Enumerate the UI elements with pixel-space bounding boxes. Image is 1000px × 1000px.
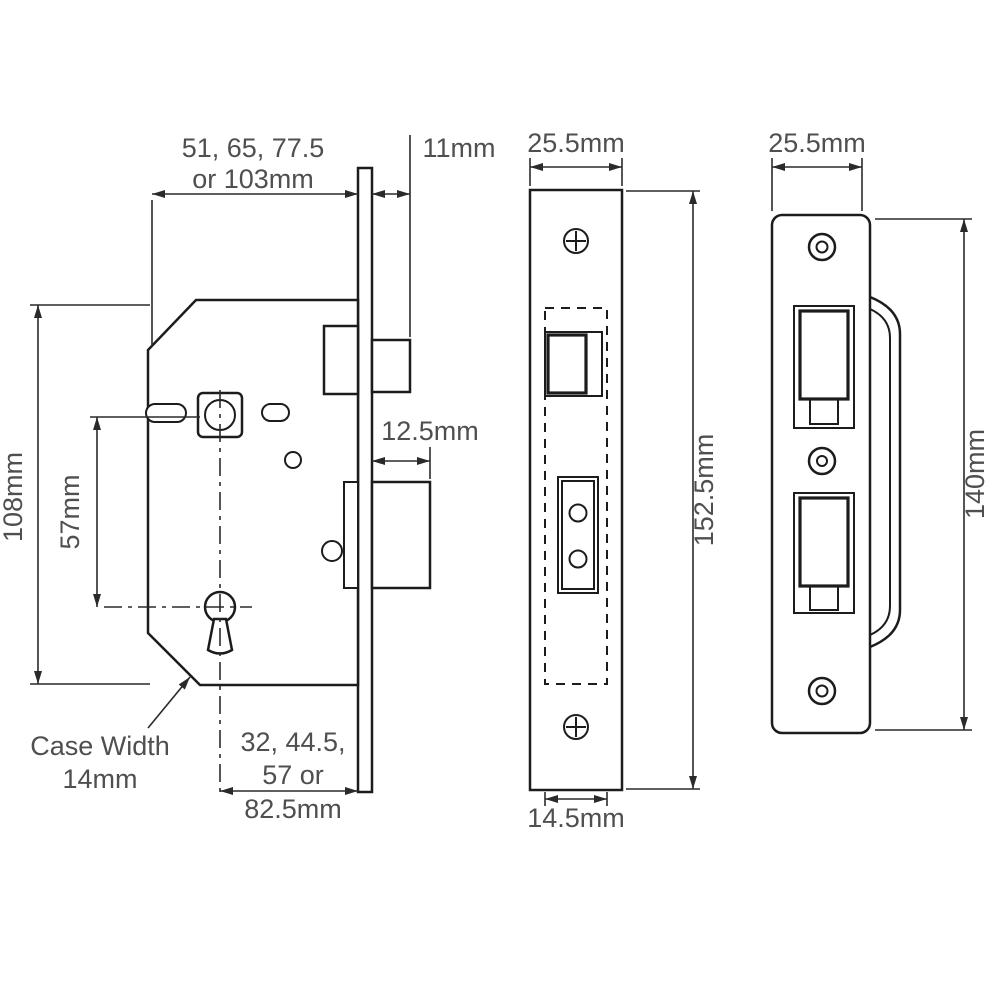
deadbolt-head xyxy=(370,480,432,590)
latch-bolt-body xyxy=(322,324,360,396)
faceplate-edge xyxy=(356,166,374,794)
deadbolt-opening xyxy=(557,476,599,594)
dim-case-thickness-line1: Case Width xyxy=(30,731,170,761)
screw-hole-bottom-inner xyxy=(815,684,829,698)
dim-case-width-options-line2: or 103mm xyxy=(192,164,314,194)
case-width-leader-arrow xyxy=(147,676,191,729)
center-hole-inner xyxy=(816,455,828,467)
fixing-hole xyxy=(321,540,343,562)
dim-backset-line2: 57 or xyxy=(262,760,324,790)
screw-hole-top xyxy=(807,232,837,262)
dim-faceplate-width: 25.5mm xyxy=(527,128,625,158)
strike-lip-inner xyxy=(869,308,891,636)
dim-backset-line3: 82.5mm xyxy=(244,794,342,824)
deadbolt-tab xyxy=(809,585,839,611)
dim-faceplate-height: 152.5mm xyxy=(689,434,719,547)
deadbolt-face xyxy=(561,480,595,590)
dim-case-width-options-line1: 51, 65, 77.5 xyxy=(182,133,325,163)
dim-faceplate-case-width: 14.5mm xyxy=(527,803,625,833)
center-hole xyxy=(807,446,837,476)
case-hidden-outline xyxy=(544,307,608,685)
dim-strike-height: 140mm xyxy=(960,429,990,519)
dim-deadbolt-throw: 12.5mm xyxy=(381,416,479,446)
dim-backset-line1: 32, 44.5, xyxy=(240,727,345,757)
faceplate-front-view: 25.5mm 152.5mm 14.5mm xyxy=(527,128,719,833)
fixing-hole-small xyxy=(284,451,302,469)
screw-top xyxy=(563,228,589,254)
dim-strike-width: 25.5mm xyxy=(768,128,866,158)
latch-face xyxy=(546,333,588,395)
latch-tab xyxy=(809,398,839,425)
screw-hole-bottom xyxy=(807,676,837,706)
latch-cutout xyxy=(793,305,855,429)
strike-plate-view: 25.5mm 140mm xyxy=(768,128,990,735)
dim-case-height: 108mm xyxy=(0,452,28,542)
dim-spindle-to-keyhole: 57mm xyxy=(55,474,85,549)
deadbolt-tail xyxy=(343,481,359,589)
fixing-slot xyxy=(145,403,187,423)
deadbolt-cutout xyxy=(793,492,855,614)
case-side-view: 51, 65, 77.5 or 103mm 11mm 108mm 57mm 12… xyxy=(0,133,496,824)
slot-hole xyxy=(261,403,290,422)
dim-faceplate-to-latch: 11mm xyxy=(422,133,495,163)
latch-bolt-head xyxy=(370,338,412,394)
deadbolt-screw-top xyxy=(568,503,588,523)
strike-lip-outer xyxy=(869,295,902,649)
deadbolt-screw-bottom xyxy=(568,549,588,569)
screw-bottom xyxy=(563,714,589,740)
dim-case-thickness-line2: 14mm xyxy=(62,764,137,794)
screw-hole-top-inner xyxy=(815,240,829,254)
